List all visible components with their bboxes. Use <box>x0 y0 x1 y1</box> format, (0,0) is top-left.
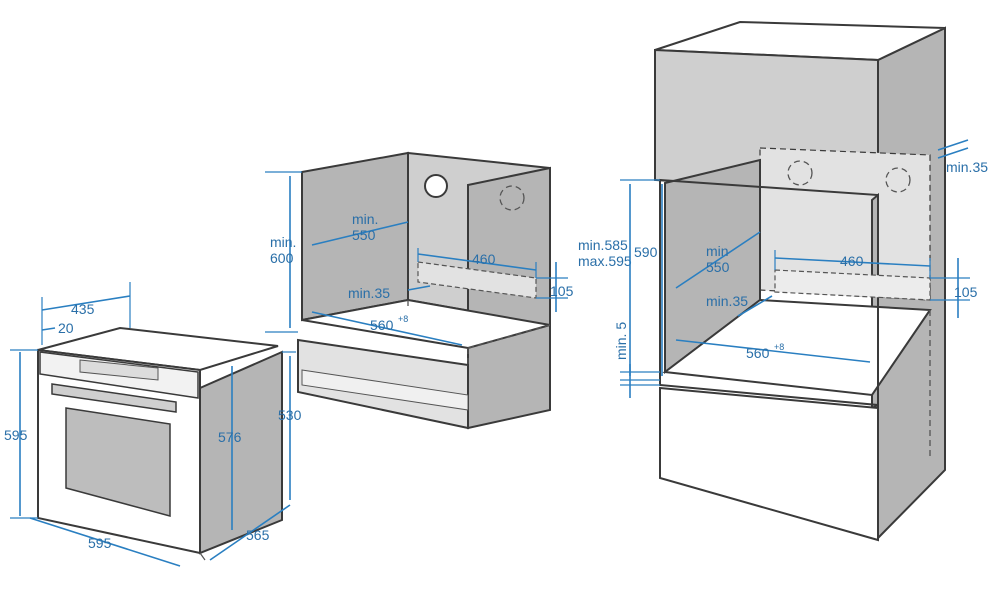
oven-body-width-label: 435 <box>71 301 95 317</box>
uc-vent-width-label: 460 <box>472 251 496 267</box>
oven-door-window <box>65 407 171 517</box>
col-width-label: 560 <box>746 345 770 361</box>
oven-depth-label: 565 <box>246 527 270 543</box>
column-cabinet <box>654 20 946 542</box>
uc-rear-gap-label: min.35 <box>348 285 390 301</box>
uc-width-label: 560 <box>370 317 394 333</box>
uc-plinth <box>301 369 469 411</box>
col-rear-gap-label: min.35 <box>706 293 748 309</box>
uc-height-label: min.600 <box>270 234 296 266</box>
oven-display <box>79 359 159 381</box>
col-vent-width-label: 460 <box>840 253 864 269</box>
col-vent-hole <box>787 160 813 186</box>
undercounter-cabinet <box>297 151 551 430</box>
oven-front-offset-label: 20 <box>58 320 74 336</box>
col-height-label: 590 <box>634 244 658 260</box>
uc-side-clear-label: min.550 <box>352 211 378 243</box>
oven-height-label: 595 <box>4 427 28 443</box>
uc-vent-height-label: 105 <box>550 283 574 299</box>
col-vent-hole-right <box>885 167 911 193</box>
undercounter-dimensions: min.600 min.550 min.35 560 +8 460 105 <box>265 171 574 346</box>
uc-vent-hole-dashed <box>499 185 525 211</box>
col-top-gap-label: min.35 <box>946 159 988 175</box>
uc-width-tolerance-label: +8 <box>398 314 408 324</box>
oven-width-label: 595 <box>88 535 112 551</box>
oven-drawing <box>37 326 283 561</box>
col-bottom-gap-label: min. 5 <box>613 322 629 360</box>
col-lower-front <box>659 386 879 542</box>
oven-body-height-label: 530 <box>278 407 302 423</box>
col-width-tolerance-label: +8 <box>774 342 784 352</box>
oven-panel-height-label: 576 <box>218 429 242 445</box>
oven-door-handle <box>51 383 177 413</box>
uc-vent-hole <box>424 174 448 198</box>
col-vent-height-label: 105 <box>954 284 978 300</box>
col-front-frame <box>659 178 879 407</box>
oven-side-panel <box>199 350 283 555</box>
oven-dimensions: 435 20 595 595 576 530 565 <box>4 282 302 567</box>
